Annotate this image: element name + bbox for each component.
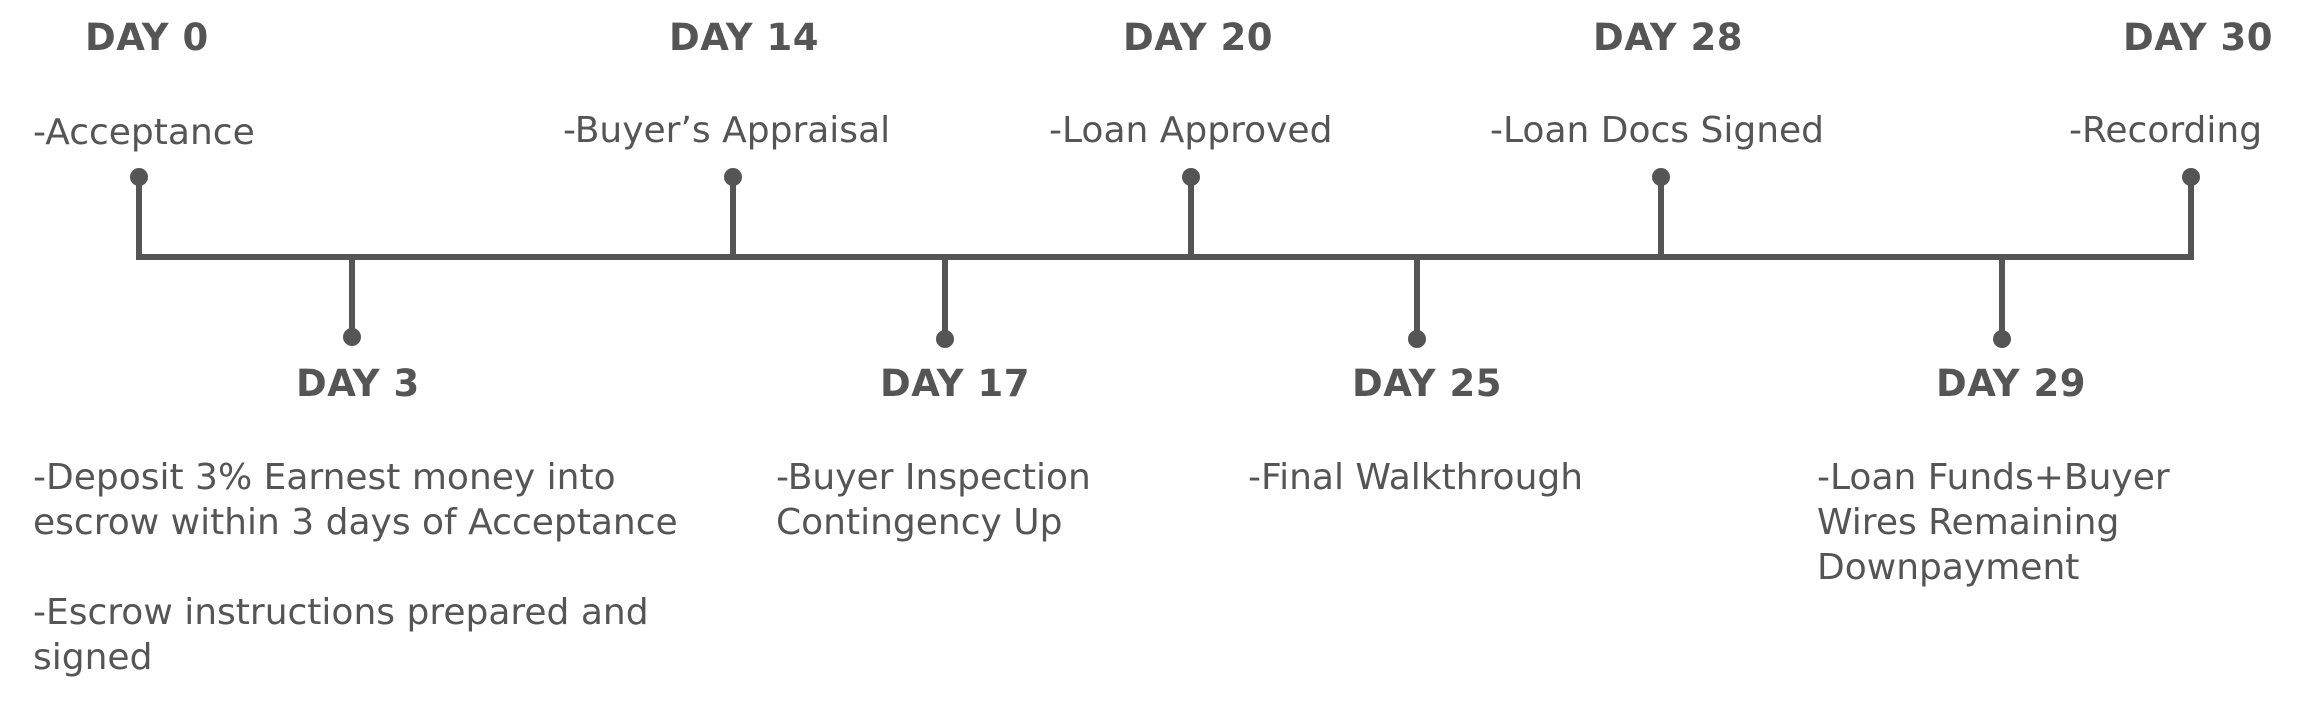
- day-label-28: DAY 28: [1593, 16, 1743, 59]
- marker-day-14: [724, 168, 742, 186]
- marker-day-17: [936, 330, 954, 348]
- day-label-0: DAY 0: [85, 16, 209, 59]
- marker-day-0: [130, 168, 148, 186]
- event-loan-docs-signed: -Loan Docs Signed: [1490, 110, 1825, 151]
- notes-day-25: -Final Walkthrough: [1248, 455, 1668, 500]
- event-loan-approved: -Loan Approved: [1049, 110, 1333, 151]
- day-label-14: DAY 14: [669, 16, 819, 59]
- marker-day-28: [1652, 168, 1670, 186]
- event-recording: -Recording: [2069, 110, 2263, 151]
- event-acceptance: -Acceptance: [33, 112, 255, 153]
- day-label-29: DAY 29: [1936, 362, 2086, 405]
- notes-day-29: -Loan Funds+Buyer Wires Remaining Downpa…: [1817, 455, 2177, 590]
- notes-day-17: -Buyer Inspection Contingency Up: [776, 455, 1136, 545]
- marker-day-3: [343, 328, 361, 346]
- note-escrow-instructions: -Escrow instructions prepared and signed: [33, 592, 649, 678]
- note-buyer-inspection: -Buyer Inspection Contingency Up: [776, 457, 1091, 543]
- marker-day-30: [2182, 168, 2200, 186]
- event-buyers-appraisal: -Buyer’s Appraisal: [563, 110, 891, 151]
- marker-day-25: [1408, 330, 1426, 348]
- marker-day-20: [1182, 168, 1200, 186]
- note-loan-funds: -Loan Funds+Buyer Wires Remaining Downpa…: [1817, 457, 2170, 588]
- day-label-3: DAY 3: [296, 362, 420, 405]
- day-label-17: DAY 17: [880, 362, 1030, 405]
- notes-day-3: -Deposit 3% Earnest money into escrow wi…: [33, 455, 693, 680]
- note-deposit-earnest-money: -Deposit 3% Earnest money into escrow wi…: [33, 457, 678, 543]
- day-label-20: DAY 20: [1123, 16, 1273, 59]
- note-final-walkthrough: -Final Walkthrough: [1248, 457, 1584, 498]
- day-label-25: DAY 25: [1352, 362, 1502, 405]
- day-label-30: DAY 30: [2123, 16, 2273, 59]
- marker-day-29: [1993, 330, 2011, 348]
